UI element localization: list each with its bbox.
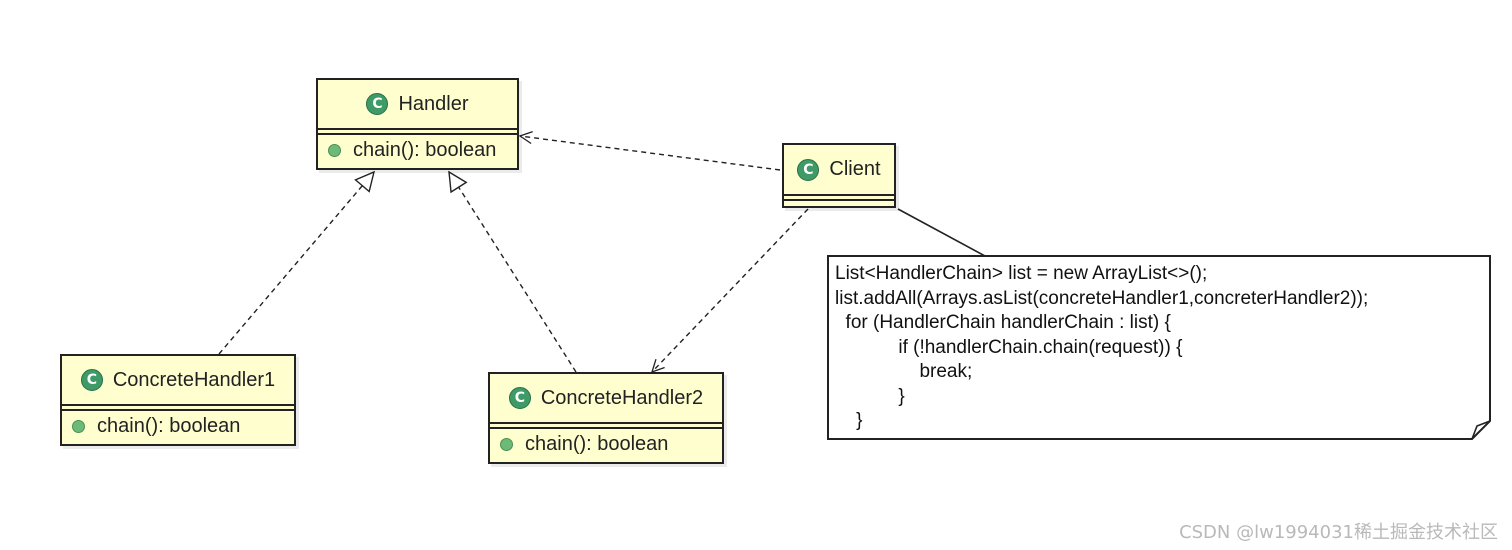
- public-method-dot-icon: [72, 419, 85, 433]
- class-c-icon: C: [366, 93, 389, 115]
- class-client-header: C Client: [784, 145, 894, 194]
- class-handler[interactable]: C Handler chain(): boolean: [316, 78, 519, 170]
- code-note-text: List<HandlerChain> list = new ArrayList<…: [835, 262, 1475, 434]
- code-note-box: [827, 255, 1491, 440]
- method-concretehandler1-chain: chain(): boolean: [97, 414, 241, 437]
- code-line: list.addAll(Arrays.asList(concreteHandle…: [835, 287, 1369, 309]
- code-line: }: [835, 410, 863, 431]
- attribute-separator: [318, 128, 517, 130]
- class-concretehandler1-header: C ConcreteHandler1: [62, 356, 294, 404]
- code-line: break;: [835, 361, 973, 382]
- public-method-dot-icon: [328, 143, 341, 157]
- watermark: CSDN @lw1994031稀土掘金技术社区: [1179, 522, 1498, 543]
- dependency-client-concretehandler2: [652, 208, 809, 372]
- class-concretehandler1[interactable]: C ConcreteHandler1 chain(): boolean: [60, 354, 296, 446]
- realization-concretehandler1-handler: [218, 170, 376, 355]
- method-concretehandler2-chain: chain(): boolean: [525, 432, 669, 455]
- attribute-separator: [490, 422, 722, 424]
- method-separator: [490, 427, 722, 429]
- method-row: chain(): boolean: [490, 429, 722, 459]
- class-c-icon: C: [797, 158, 820, 181]
- method-row: chain(): boolean: [318, 135, 517, 165]
- method-separator: [318, 133, 517, 135]
- code-line: if (!handlerChain.chain(request)) {: [835, 336, 1183, 358]
- class-concretehandler1-name: ConcreteHandler1: [112, 368, 276, 391]
- class-concretehandler2[interactable]: C ConcreteHandler2 chain(): boolean: [488, 372, 724, 464]
- class-handler-header: C Handler: [318, 80, 517, 128]
- method-separator: [784, 199, 894, 201]
- class-c-icon: C: [508, 387, 531, 409]
- class-client[interactable]: C Client: [782, 143, 896, 208]
- method-separator: [62, 409, 294, 411]
- code-note-fold: [1471, 420, 1491, 440]
- class-client-name: Client: [829, 158, 881, 180]
- dependency-client-handler: [520, 136, 781, 171]
- class-c-icon: C: [80, 369, 103, 391]
- realization-concretehandler2-handler: [448, 170, 577, 373]
- method-handler-chain: chain(): boolean: [353, 138, 497, 161]
- attribute-separator: [62, 404, 294, 406]
- class-handler-name: Handler: [398, 92, 469, 115]
- class-concretehandler2-header: C ConcreteHandler2: [490, 374, 722, 422]
- code-line: for (HandlerChain handlerChain : list) {: [835, 312, 1171, 333]
- method-row: chain(): boolean: [62, 411, 294, 441]
- code-line: List<HandlerChain> list = new ArrayList<…: [835, 263, 1208, 284]
- public-method-dot-icon: [500, 437, 513, 451]
- class-concretehandler2-name: ConcreteHandler2: [540, 386, 704, 409]
- attribute-separator: [784, 194, 894, 196]
- code-line: }: [835, 385, 905, 407]
- note-anchor-line: [897, 208, 986, 257]
